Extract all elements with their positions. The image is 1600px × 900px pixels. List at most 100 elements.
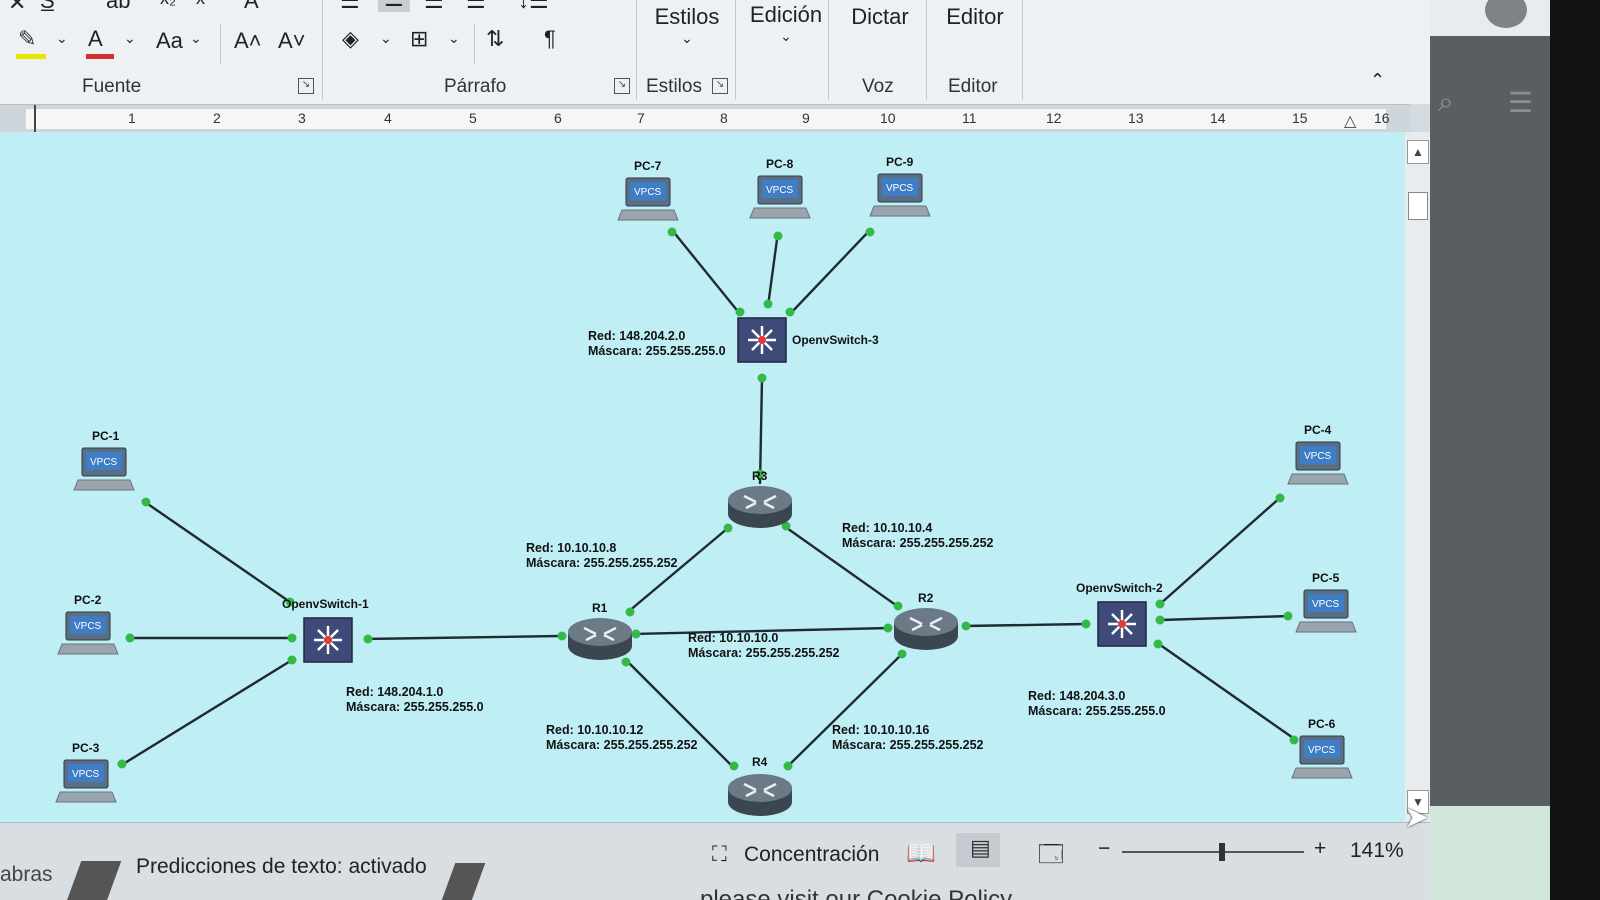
styles-button[interactable]: Estilos ⌄: [650, 4, 724, 47]
chevron-down-icon[interactable]: ⌄: [190, 30, 202, 46]
subscript-icon[interactable]: x₂: [160, 0, 176, 9]
print-layout-button[interactable]: ▤: [956, 833, 1000, 867]
search-icon[interactable]: ⌕: [1438, 86, 1454, 117]
align-center-icon[interactable]: ☰: [378, 0, 410, 12]
openvswitch-3-node[interactable]: OpenvSwitch-3: [736, 316, 879, 364]
right-indent-marker-icon[interactable]: △: [1344, 113, 1357, 130]
dictate-button[interactable]: Dictar: [842, 4, 918, 30]
grow-font-button[interactable]: A˄: [234, 28, 262, 53]
collapse-ribbon-icon[interactable]: ⌃: [1370, 70, 1386, 90]
scroll-down-icon[interactable]: ▼: [1407, 790, 1429, 814]
word-count[interactable]: abras: [0, 863, 53, 886]
zoom-out-button[interactable]: −: [1098, 837, 1111, 860]
vertical-scrollbar[interactable]: ▲ ▼: [1405, 132, 1430, 822]
network-red: Red: 148.204.2.0: [588, 329, 685, 343]
pc-6-node[interactable]: PC-6 VPCS: [1291, 717, 1353, 779]
status-bar: abras Predicciones de texto: activado ⛶ …: [0, 822, 1430, 900]
indent-marker-icon[interactable]: [34, 105, 50, 133]
align-left-icon[interactable]: ☰: [340, 0, 360, 13]
openvswitch-1-node[interactable]: OpenvSwitch-1: [282, 597, 369, 664]
zoom-slider-thumb[interactable]: [1219, 843, 1226, 861]
clear-format-icon[interactable]: A: [244, 0, 259, 13]
dialog-launcher-icon[interactable]: ↘: [298, 78, 314, 94]
line-spacing-icon[interactable]: ↕☰: [518, 0, 549, 13]
links-layer: [119, 229, 1297, 769]
superscript-icon[interactable]: x²: [196, 0, 211, 9]
read-mode-icon[interactable]: 📖: [906, 840, 936, 867]
show-formatting-icon[interactable]: ¶: [544, 26, 556, 51]
chevron-down-icon[interactable]: ⌄: [124, 30, 136, 46]
ruler-number: 10: [880, 110, 896, 126]
word-window: ✕ S̲ ab x₂ x² A ☰ ☰ ☰ ☰ ↕☰ ✎ ⌄ A ⌄ Aa ⌄ …: [0, 0, 1430, 900]
router-r1-node[interactable]: R1: [566, 601, 634, 662]
pc-4-node[interactable]: PC-4 VPCS: [1287, 423, 1349, 485]
borders-icon[interactable]: ⊞: [410, 26, 429, 51]
sort-icon[interactable]: ⇅: [486, 26, 505, 51]
zoom-slider[interactable]: [1122, 843, 1304, 861]
network-red: Red: 148.204.3.0: [1028, 689, 1125, 703]
avatar[interactable]: [1485, 0, 1527, 28]
screen-bezel: [1550, 0, 1600, 900]
zoom-in-button[interactable]: +: [1314, 837, 1327, 860]
cookie-policy-overlay[interactable]: please visit our Cookie Policy: [700, 886, 1013, 900]
scrollbar-thumb[interactable]: [1408, 192, 1428, 220]
ruler-number: 14: [1210, 110, 1226, 126]
link-pc3-sw1: [119, 658, 293, 768]
scroll-up-icon[interactable]: ▲: [1407, 140, 1429, 164]
justify-icon[interactable]: ☰: [466, 0, 486, 13]
editor-button[interactable]: Editor: [940, 4, 1010, 30]
router-r2-node[interactable]: R2: [892, 591, 960, 652]
chevron-down-icon[interactable]: ⌄: [380, 30, 392, 46]
pc-9-node[interactable]: PC-9 VPCS: [869, 155, 931, 217]
vpcs-label: VPCS: [766, 185, 794, 196]
zoom-level[interactable]: 141%: [1350, 839, 1404, 862]
chevron-down-icon[interactable]: ⌄: [448, 30, 460, 46]
vpcs-label: VPCS: [1308, 745, 1336, 756]
router-r4-node[interactable]: R4: [726, 755, 794, 818]
network-red: Red: 10.10.10.0: [688, 631, 778, 645]
ruler-number: 5: [469, 110, 477, 126]
document-canvas[interactable]: [0, 132, 1410, 822]
ruler-track: [26, 109, 1386, 129]
editor-button-label: Editor: [946, 4, 1004, 29]
focus-mode-button[interactable]: Concentración: [744, 843, 880, 866]
dialog-launcher-icon[interactable]: ↘: [712, 78, 728, 94]
pc-8-node[interactable]: PC-8 VPCS: [749, 157, 811, 219]
pc-2-node[interactable]: PC-2 VPCS: [57, 593, 119, 655]
underline-icon[interactable]: S̲: [40, 0, 55, 13]
link-r2-sw2: [963, 622, 1087, 628]
link-pc1-sw1: [141, 499, 291, 603]
font-color-icon[interactable]: A: [88, 26, 103, 51]
ribbon: ✕ S̲ ab x₂ x² A ☰ ☰ ☰ ☰ ↕☰ ✎ ⌄ A ⌄ Aa ⌄ …: [0, 0, 1430, 104]
router-r3-node[interactable]: R3: [726, 469, 794, 530]
text-predictions-status[interactable]: Predicciones de texto: activado: [136, 855, 427, 878]
ruler-number: 15: [1292, 110, 1308, 126]
openvswitch-2-node[interactable]: OpenvSwitch-2: [1076, 581, 1163, 648]
dialog-launcher-icon[interactable]: ↘: [614, 78, 630, 94]
divider: [440, 863, 486, 900]
link-r3-r2: [783, 525, 901, 609]
strikethrough-text-icon[interactable]: ab: [106, 0, 131, 13]
shrink-font-button[interactable]: A˅: [278, 28, 306, 53]
pc-1-node[interactable]: PC-1 VPCS: [73, 429, 135, 491]
link-pc7-sw3: [671, 229, 741, 315]
link-pc8-sw3: [766, 231, 780, 307]
group-label-estilos: Estilos: [646, 76, 702, 97]
highlight-icon[interactable]: ✎: [18, 26, 37, 51]
group-label-editor: Editor: [948, 76, 998, 97]
web-layout-icon[interactable]: 🗔: [1038, 841, 1065, 868]
chevron-down-icon[interactable]: ⌄: [56, 30, 68, 46]
pc-5-node[interactable]: PC-5 VPCS: [1295, 571, 1357, 633]
align-right-icon[interactable]: ☰: [424, 0, 444, 13]
pc-7-node[interactable]: PC-7 VPCS: [617, 159, 679, 221]
shading-icon[interactable]: ◈: [342, 26, 359, 51]
change-case-button[interactable]: Aa: [156, 28, 183, 53]
pc-3-node[interactable]: PC-3 VPCS: [55, 741, 117, 803]
vpcs-label: VPCS: [90, 457, 118, 468]
switch-label: OpenvSwitch-3: [792, 333, 879, 347]
strikethrough-icon[interactable]: ✕: [8, 0, 27, 15]
editing-button[interactable]: Edición ⌄: [746, 2, 826, 45]
group-label-fuente: Fuente: [82, 76, 142, 97]
vpcs-label: VPCS: [1312, 599, 1340, 610]
menu-icon[interactable]: ☰: [1508, 87, 1534, 118]
